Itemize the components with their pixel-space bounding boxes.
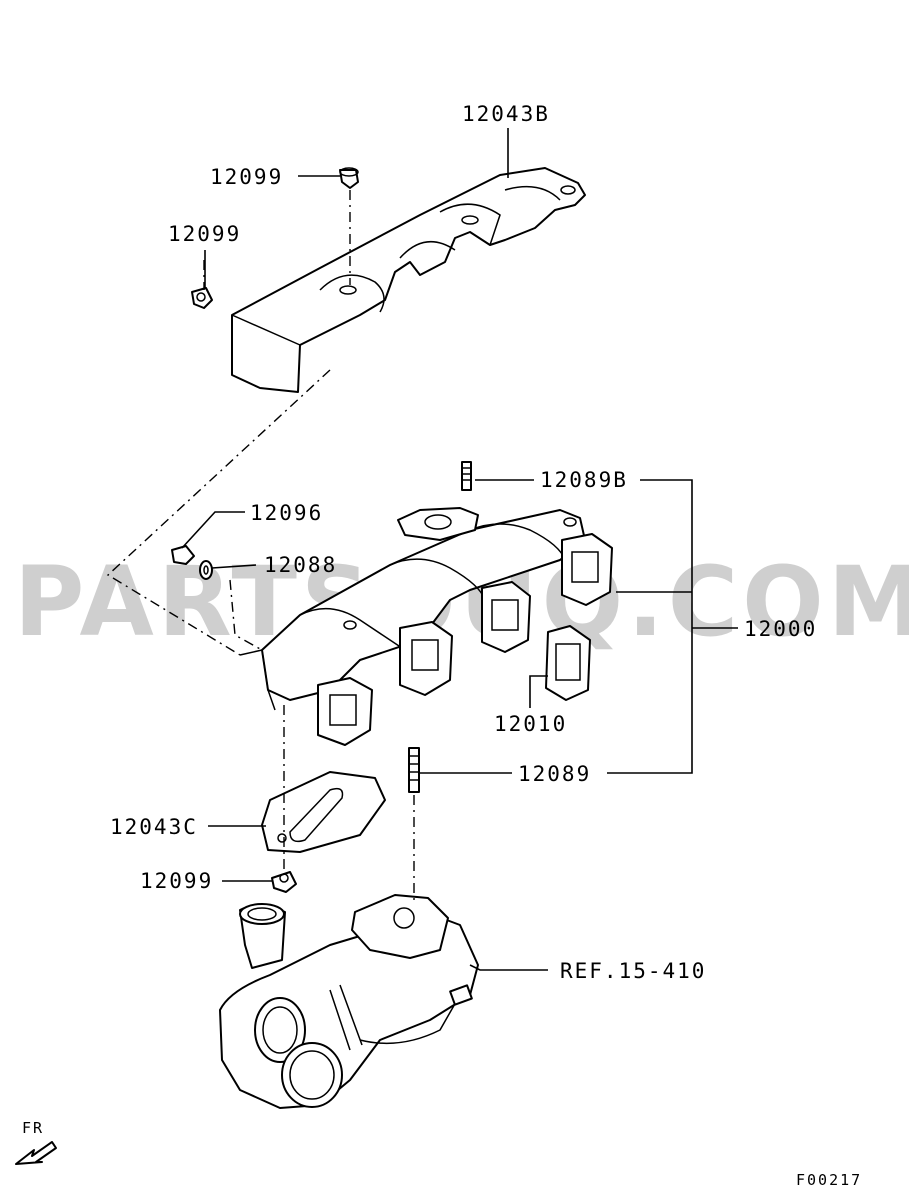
label-12010: 12010 [494,712,567,736]
bolt-lower[interactable] [271,871,297,893]
bolt-upper-a[interactable] [339,167,359,189]
upper-heat-shield[interactable] [231,167,586,393]
label-12099-upper-b: 12099 [168,222,241,246]
bolt-upper-b[interactable] [191,287,213,309]
label-12043b: 12043B [462,102,550,126]
centerlines [106,190,415,900]
label-12000: 12000 [744,617,817,641]
label-12099-upper-a: 12099 [210,165,283,189]
label-12096: 12096 [250,501,323,525]
washer-12088[interactable] [199,560,213,580]
label-12089b: 12089B [540,468,628,492]
figure-code: F00217 [796,1171,862,1187]
label-ref-15-410: REF.15-410 [560,959,706,983]
lower-heat-shield[interactable] [261,771,386,853]
arrow-front-icon [15,1141,57,1165]
turbocharger[interactable] [219,894,479,1109]
stud-12089b[interactable] [461,461,472,491]
label-12089: 12089 [518,762,591,786]
leader-lines [181,128,738,971]
label-12043c: 12043C [110,815,198,839]
label-12099-lower: 12099 [140,869,213,893]
label-12088: 12088 [264,553,337,577]
exhaust-manifold[interactable] [239,507,613,746]
stud-12089[interactable] [408,747,420,793]
front-direction-label: FR [22,1119,44,1137]
gasket-12010[interactable] [545,625,591,701]
